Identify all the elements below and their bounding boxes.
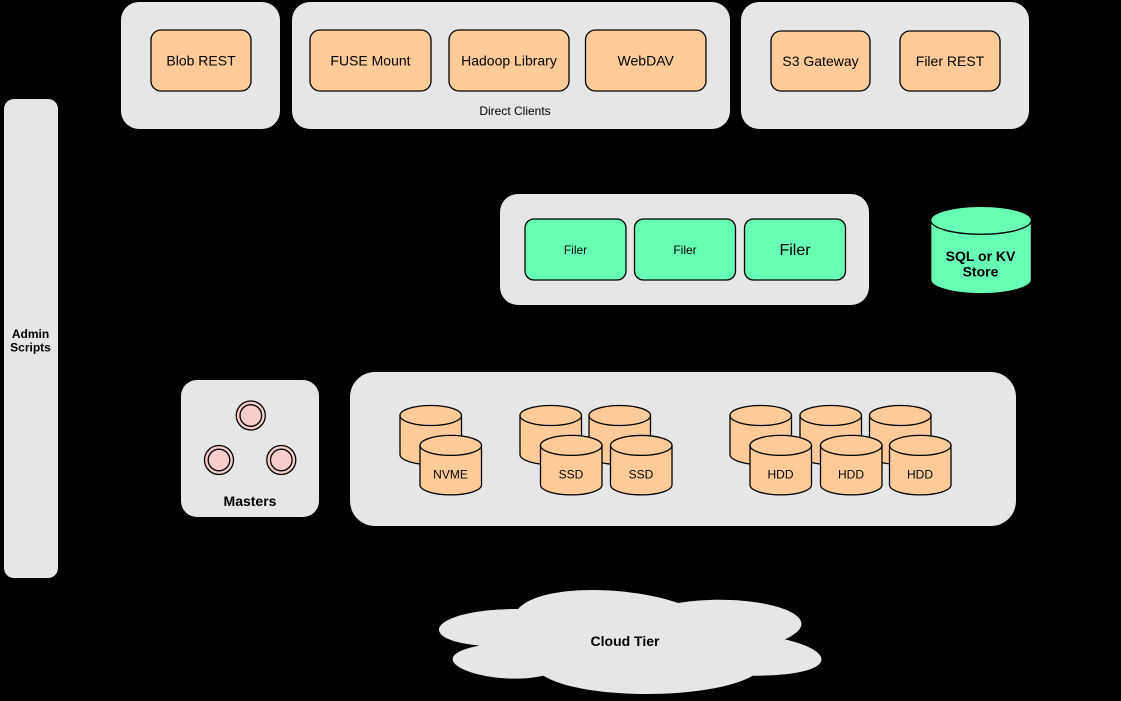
svg-text:Blob REST: Blob REST xyxy=(166,53,236,69)
svg-text:HDD: HDD xyxy=(838,467,864,481)
svg-text:Filer REST: Filer REST xyxy=(916,53,985,69)
svg-text:Filer: Filer xyxy=(564,243,587,257)
svg-text:WebDAV: WebDAV xyxy=(618,53,675,69)
svg-text:SSD: SSD xyxy=(629,467,654,481)
svg-text:Filer: Filer xyxy=(673,243,696,257)
svg-text:Admin: Admin xyxy=(12,327,49,341)
svg-text:HDD: HDD xyxy=(768,467,794,481)
svg-text:Filer: Filer xyxy=(779,242,811,259)
svg-text:Hadoop Library: Hadoop Library xyxy=(461,53,557,69)
svg-text:SSD: SSD xyxy=(559,467,584,481)
svg-text:Masters: Masters xyxy=(224,493,277,509)
svg-text:SQL or KV: SQL or KV xyxy=(946,248,1016,264)
svg-text:FUSE Mount: FUSE Mount xyxy=(330,53,410,69)
svg-text:NVME: NVME xyxy=(433,467,468,481)
svg-text:HDD: HDD xyxy=(907,467,933,481)
svg-text:Store: Store xyxy=(963,263,999,279)
svg-text:S3 Gateway: S3 Gateway xyxy=(782,53,858,69)
svg-text:Direct Clients: Direct Clients xyxy=(479,104,550,118)
svg-text:Cloud Tier: Cloud Tier xyxy=(591,633,661,649)
svg-text:Scripts: Scripts xyxy=(10,341,51,355)
